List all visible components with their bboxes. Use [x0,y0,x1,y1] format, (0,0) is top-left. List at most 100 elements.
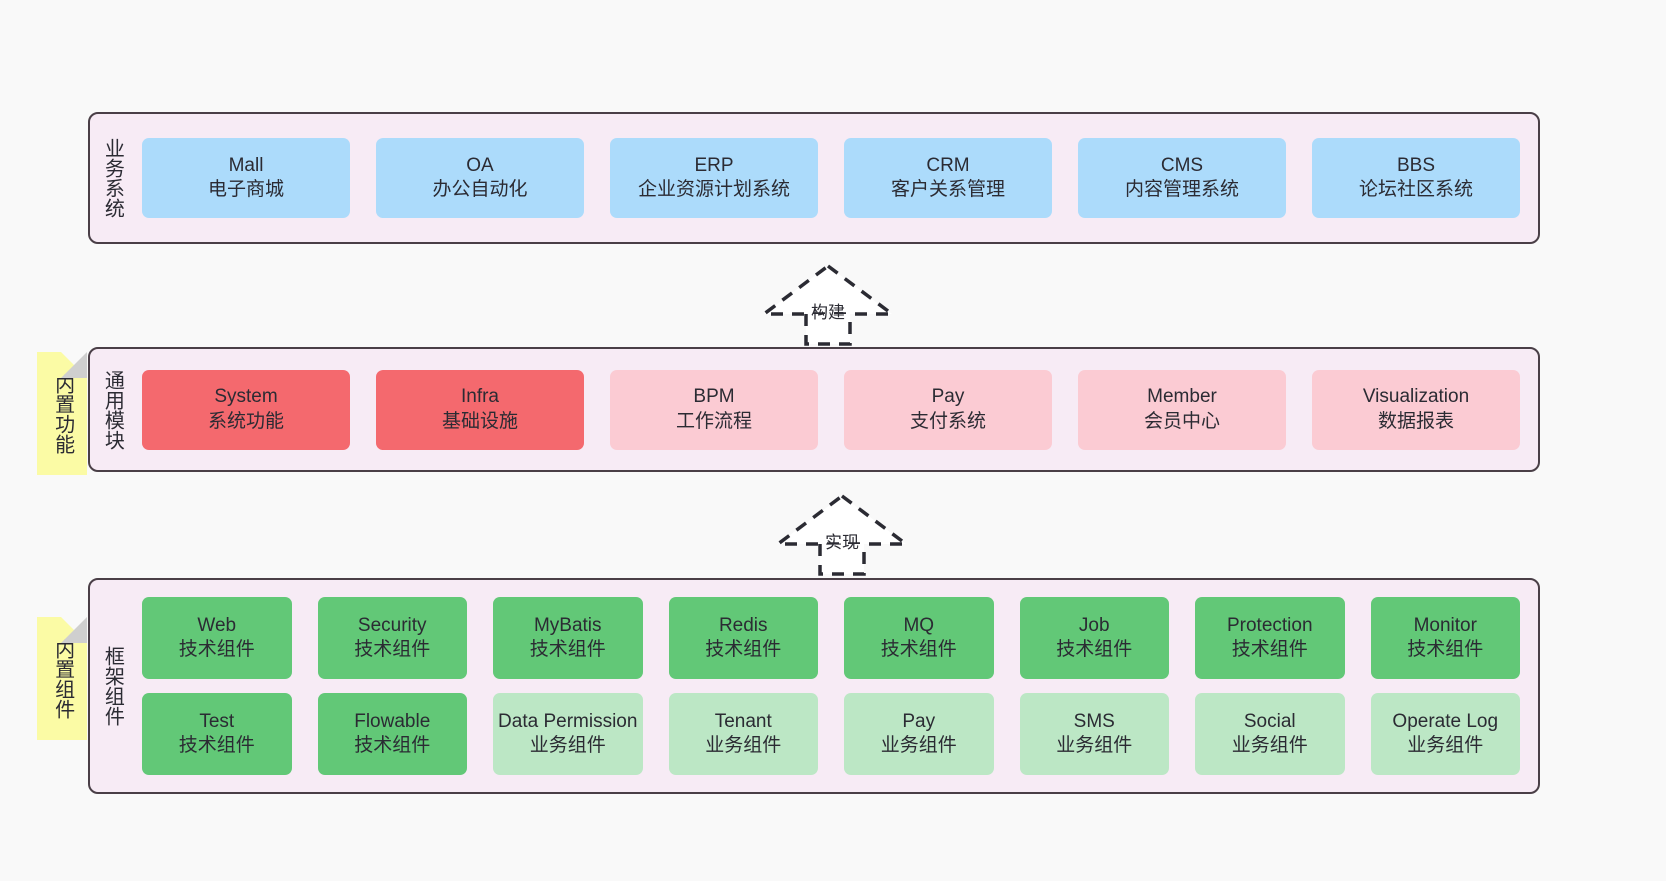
note-builtin-features: 内置功能 [37,352,87,475]
component-box-name: BBS [1396,154,1436,176]
layer-business-system-title: 业务系统 [101,138,124,218]
component-box-subtitle: 业务组件 [529,735,606,756]
component-box[interactable]: SMS 业务组件 [1019,693,1169,775]
component-box[interactable]: Protection 技术组件 [1195,597,1345,679]
component-box[interactable]: Operate Log 业务组件 [1370,693,1520,775]
component-box-name: Redis [718,614,768,636]
component-box-subtitle: 技术组件 [1231,639,1308,660]
component-box-subtitle: 办公自动化 [432,179,528,200]
component-box-subtitle: 内容管理系统 [1124,179,1239,200]
note-builtin-components: 内置组件 [37,617,87,740]
generalization-arrow-build: 构建 [760,262,896,346]
generalization-arrow-build-svg [762,264,894,346]
component-box-subtitle: 客户关系管理 [890,179,1005,200]
layer-framework-component-title: 框架组件 [101,646,124,726]
component-box-subtitle: 技术组件 [178,735,255,756]
component-box[interactable]: OA 办公自动化 [376,138,584,218]
component-box[interactable]: CRM 客户关系管理 [844,138,1052,218]
component-box-subtitle: 基础设施 [441,410,518,432]
generalization-arrow-implement: 实现 [774,492,910,576]
component-box-subtitle: 技术组件 [1056,639,1133,660]
component-box[interactable]: Security 技术组件 [317,597,467,679]
component-box[interactable]: Pay 业务组件 [844,693,994,775]
component-box-name: System [214,386,278,408]
component-box-name: CMS [1160,154,1204,176]
component-box-name: Member [1147,386,1217,408]
component-box-subtitle: 技术组件 [705,639,782,660]
component-box-subtitle: 技术组件 [880,639,957,660]
component-box-name: MyBatis [533,614,602,636]
component-box[interactable]: Job 技术组件 [1019,597,1169,679]
component-box[interactable]: CMS 内容管理系统 [1078,138,1286,218]
component-box-name: Web [197,614,237,636]
component-box[interactable]: BBS 论坛社区系统 [1312,138,1520,218]
component-box-subtitle: 技术组件 [354,639,431,660]
component-box-name: MQ [903,614,935,636]
component-box[interactable]: Tenant 业务组件 [668,693,818,775]
component-box-name: Mall [228,154,264,176]
arrow-stem [818,544,866,576]
component-box-name: Monitor [1413,614,1477,636]
component-box[interactable]: Social 业务组件 [1195,693,1345,775]
arrow-stem [804,314,852,346]
arrow-label-build: 构建 [811,303,845,322]
component-box-name: Pay [931,386,965,408]
component-box-subtitle: 工作流程 [675,410,752,432]
component-box-subtitle: 业务组件 [1231,735,1308,756]
component-box[interactable]: Mall 电子商城 [142,138,350,218]
component-box[interactable]: Redis 技术组件 [668,597,818,679]
component-box-subtitle: 技术组件 [529,639,606,660]
component-box-name: ERP [694,154,734,176]
component-box-name: OA [466,154,494,176]
component-box-subtitle: 技术组件 [354,735,431,756]
component-box-name: BPM [693,386,735,408]
component-box-name: Social [1243,710,1296,732]
component-box-subtitle: 数据报表 [1377,410,1454,432]
component-box[interactable]: MQ 技术组件 [844,597,994,679]
component-box-subtitle: 业务组件 [705,735,782,756]
generalization-arrow-implement-svg [776,494,908,576]
component-box[interactable]: MyBatis 技术组件 [493,597,643,679]
component-box[interactable]: Data Permission 业务组件 [493,693,643,775]
component-box-subtitle: 论坛社区系统 [1358,179,1473,200]
component-box-name: Visualization [1362,386,1470,408]
component-box-subtitle: 业务组件 [1407,735,1484,756]
component-box-subtitle: 业务组件 [880,735,957,756]
component-box-name: Pay [902,710,936,732]
component-box-name: CRM [926,154,970,176]
component-box-subtitle: 业务组件 [1056,735,1133,756]
arrow-head-triangle [776,494,908,546]
component-box-name: Tenant [714,710,772,732]
component-box-name: Data Permission [498,710,638,732]
arrow-label-implement: 实现 [825,533,859,552]
component-box-name: Infra [460,386,500,408]
component-box-subtitle: 会员中心 [1143,410,1220,432]
arrow-head-triangle [762,264,894,316]
component-box-name: SMS [1073,710,1115,732]
component-box-subtitle: 电子商城 [207,179,284,200]
component-box-name: Security [357,614,427,636]
component-box-name: Operate Log [1392,710,1499,732]
component-box-name: Protection [1226,614,1313,636]
component-box-name: Job [1078,614,1110,636]
